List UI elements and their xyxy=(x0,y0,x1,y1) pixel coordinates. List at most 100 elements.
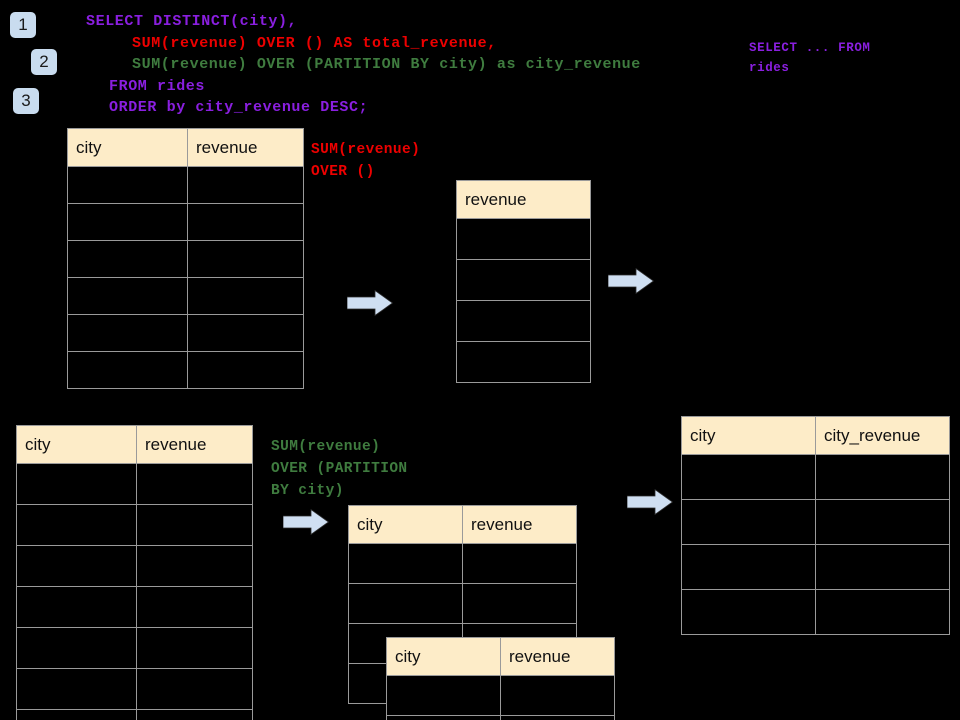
table-cell xyxy=(187,166,304,204)
table-cell xyxy=(500,715,615,720)
table-cell xyxy=(681,589,816,635)
side-note-label: SELECT ... FROM rides xyxy=(749,41,871,75)
table-row xyxy=(681,544,950,590)
table-row xyxy=(16,545,253,587)
table-row xyxy=(348,543,577,584)
column-header-revenue: revenue xyxy=(462,505,577,544)
table-cell xyxy=(67,166,188,204)
column-header-revenue: revenue xyxy=(500,637,615,676)
table-row xyxy=(16,627,253,669)
table-cell xyxy=(456,341,591,383)
table-row xyxy=(16,668,253,710)
annotation-line: SUM(revenue) xyxy=(271,439,381,455)
table-cell xyxy=(67,314,188,352)
table-cell xyxy=(16,627,137,669)
table-cell xyxy=(16,463,137,505)
table-cell xyxy=(67,351,188,389)
table-cell xyxy=(16,709,137,720)
table-row xyxy=(386,675,615,716)
sql-line-4: FROM rides xyxy=(109,77,206,95)
flow-arrow-icon xyxy=(626,488,674,516)
table-row xyxy=(681,454,950,500)
table-cell xyxy=(67,240,188,278)
table-cell xyxy=(187,277,304,315)
table-cell xyxy=(16,504,137,546)
table-cell xyxy=(462,543,577,584)
table-row xyxy=(456,259,591,301)
table-cell xyxy=(187,314,304,352)
table-header-row: revenue xyxy=(456,180,591,219)
table-cell xyxy=(136,504,253,546)
table-cell xyxy=(815,499,950,545)
column-header-city: city xyxy=(67,128,188,167)
flow-arrow-icon xyxy=(607,267,655,295)
table-row xyxy=(456,341,591,383)
column-header-revenue: revenue xyxy=(136,425,253,464)
column-header-revenue: revenue xyxy=(187,128,304,167)
step-badge-3[interactable]: 3 xyxy=(13,88,39,114)
sql-line-2: SUM(revenue) OVER () AS total_revenue, xyxy=(132,34,497,52)
table-row xyxy=(348,583,577,624)
table-cell xyxy=(456,259,591,301)
table-cell xyxy=(386,715,501,720)
table-row xyxy=(67,277,304,315)
table-cell xyxy=(136,668,253,710)
flow-arrow-icon xyxy=(346,289,394,317)
table-cell xyxy=(67,277,188,315)
table-cell xyxy=(348,543,463,584)
table-row xyxy=(681,499,950,545)
column-header-city_revenue: city_revenue xyxy=(815,416,950,455)
table-cell xyxy=(136,627,253,669)
table-cell xyxy=(348,583,463,624)
step-badge-2[interactable]: 2 xyxy=(31,49,57,75)
sql-line-5: ORDER by city_revenue DESC; xyxy=(109,99,369,116)
table-row xyxy=(67,314,304,352)
table-cell xyxy=(16,668,137,710)
table-cell xyxy=(187,240,304,278)
column-header-revenue: revenue xyxy=(456,180,591,219)
annotation-line: SUM(revenue) xyxy=(311,142,421,158)
table-cell xyxy=(681,499,816,545)
sql-line-1: SELECT DISTINCT(city), xyxy=(86,13,298,30)
table-row xyxy=(16,504,253,546)
table-cell xyxy=(187,203,304,241)
annotation-line: BY city) xyxy=(271,483,344,499)
table-row xyxy=(456,218,591,260)
table-row xyxy=(67,240,304,278)
table-cell xyxy=(386,675,501,716)
table-cell xyxy=(456,300,591,342)
column-header-city: city xyxy=(386,637,501,676)
data-table-total-revenue-table: revenue xyxy=(456,180,591,383)
table-cell xyxy=(16,586,137,628)
table-row xyxy=(16,463,253,505)
table-row xyxy=(16,709,253,720)
table-cell xyxy=(16,545,137,587)
sql-line-3: SUM(revenue) OVER (PARTITION BY city) as… xyxy=(132,56,641,73)
table-cell xyxy=(815,589,950,635)
table-cell xyxy=(187,351,304,389)
table-row xyxy=(386,715,615,720)
table-cell xyxy=(136,463,253,505)
table-cell xyxy=(462,583,577,624)
table-row xyxy=(67,203,304,241)
column-header-city: city xyxy=(681,416,816,455)
column-header-city: city xyxy=(348,505,463,544)
table-row xyxy=(16,586,253,628)
table-cell xyxy=(136,709,253,720)
table-row xyxy=(456,300,591,342)
flow-arrow-icon xyxy=(282,508,330,536)
step-badge-1[interactable]: 1 xyxy=(10,12,36,38)
annotation-line: OVER () xyxy=(311,164,375,180)
annotation-sum-over-empty: SUM(revenue) OVER () xyxy=(311,139,420,183)
table-cell xyxy=(681,454,816,500)
table-cell xyxy=(815,454,950,500)
